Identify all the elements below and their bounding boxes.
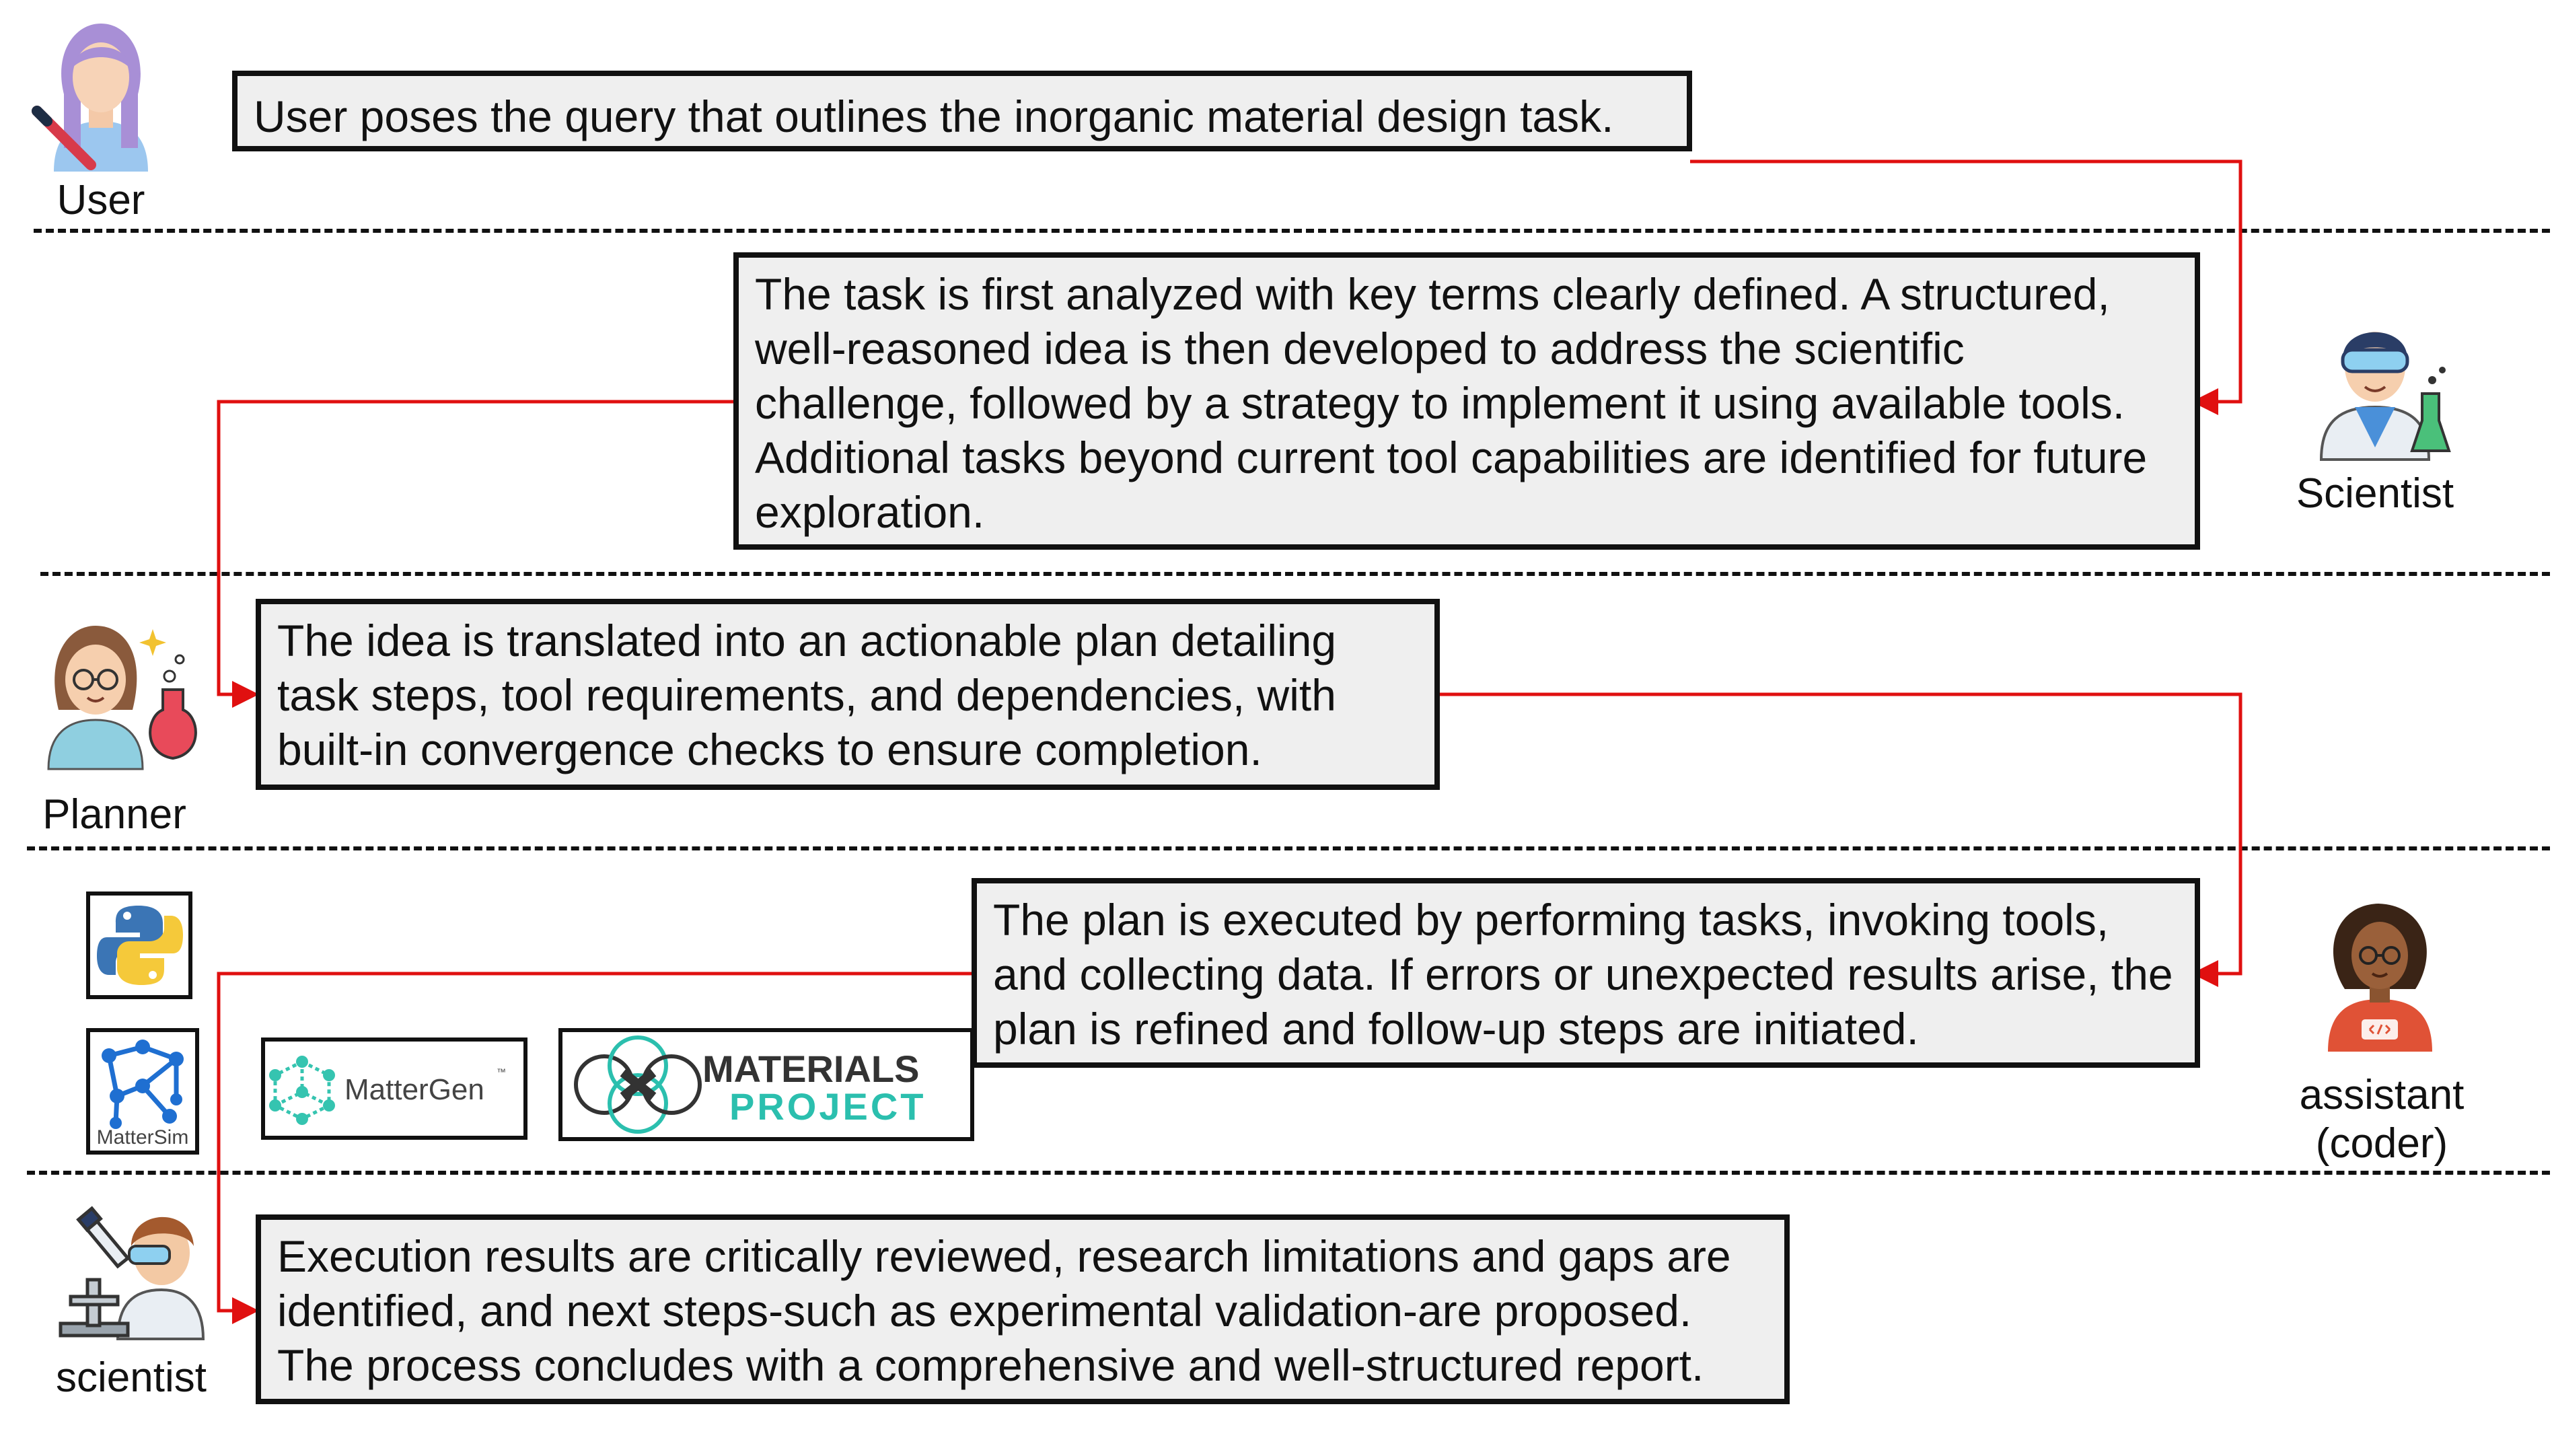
coder-label-line2: (coder) [2315,1120,2448,1167]
python-icon [86,891,192,999]
mattergen-label: MatterGen [344,1073,484,1106]
scientist-label: Scientist [2296,470,2454,517]
arrow-scientist-to-planner [217,400,735,708]
mattergen-tm: ™ [497,1066,506,1077]
arrow-planner-to-coder [1438,692,2242,987]
section-divider-1 [34,229,2550,233]
section-divider-4 [27,1171,2550,1175]
materials-project-line2: PROJECT [729,1085,926,1128]
coder-label-line1: assistant [2299,1072,2465,1118]
reviewer-label: scientist [56,1354,207,1401]
ideation-box: The task is first analyzed with key term… [733,252,2200,550]
mattergen-icon [269,1056,335,1125]
materials-project-icon [574,1035,702,1134]
scientist-goggles-icon [2301,306,2462,461]
arrow-coder-to-reviewer [217,972,974,1324]
planner-label: Planner [42,791,186,838]
materials-project-line1: MATERIALS [702,1048,920,1090]
mattergen-logo: MatterGen ™ [261,1038,527,1140]
mattersim-icon: MatterSim [86,1028,199,1155]
execution-box: The plan is executed by performing tasks… [972,878,2200,1068]
microscope-scientist-icon [54,1199,209,1340]
arrow-user-to-scientist [1690,159,2242,415]
user-icon [27,13,175,175]
user-query-box: User poses the query that outlines the i… [232,71,1692,151]
section-divider-2 [40,572,2550,576]
user-label: User [57,177,145,223]
planner-icon [42,616,203,770]
review-box: Execution results are critically reviewe… [256,1214,1790,1404]
coder-icon [2314,891,2449,1053]
materials-project-logo: MATERIALS PROJECT [558,1028,974,1141]
planning-box: The idea is translated into an actionabl… [256,599,1440,790]
section-divider-3 [27,846,2550,850]
mattersim-label: MatterSim [97,1126,189,1149]
